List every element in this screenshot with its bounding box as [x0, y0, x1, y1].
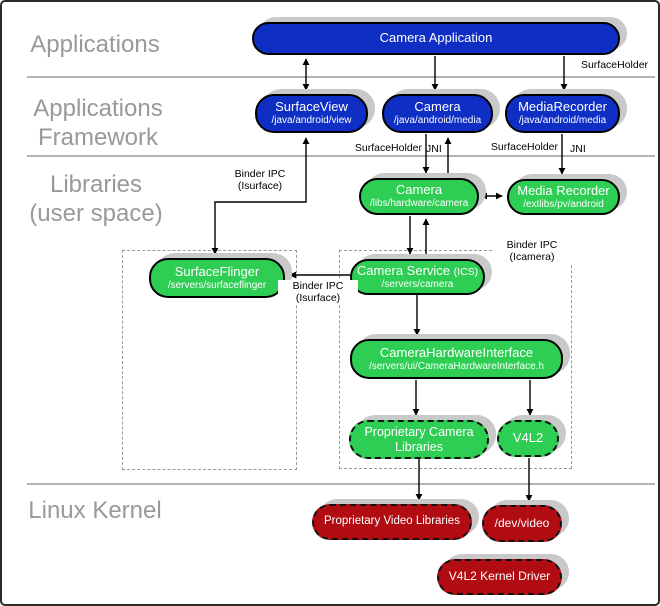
edge-label-jni-mediarecorder: JNI	[570, 143, 586, 155]
node-title: Proprietary Camera Libraries	[364, 424, 474, 454]
edge-label-text: SurfaceHolder	[490, 141, 558, 153]
node-title: Media Recorder	[517, 182, 610, 198]
node-title: CameraHardwareInterface	[379, 344, 534, 360]
edge-label-binder-ipc-isurface-upper: Binder IPC (Isurface)	[220, 168, 300, 192]
node-title: V4L2	[512, 430, 544, 446]
node-surfaceflinger: SurfaceFlinger /servers/surfaceflinger	[149, 258, 285, 298]
node-title: /dev/video	[494, 515, 550, 530]
node-title: Camera	[395, 182, 443, 198]
edge-label-text: SurfaceHolder	[354, 142, 422, 154]
node-camera-library: Camera /libs/hardware/camera	[359, 178, 479, 215]
edge-label-text: JNI	[570, 143, 586, 155]
node-title: SurfaceFlinger	[174, 263, 260, 279]
node-proprietary-camera-libraries: Proprietary Camera Libraries	[349, 420, 489, 459]
node-subtitle: /extlibs/pv/android	[523, 198, 604, 210]
edge-label-text: (Isurface)	[237, 180, 283, 192]
layer-label-text: Applications	[30, 31, 160, 58]
edge-label-surfaceholder-mediarecorder: SurfaceHolder	[484, 141, 558, 153]
node-subtitle: /servers/camera	[381, 278, 454, 290]
node-camera-service: Camera Service (ICS) /servers/camera	[350, 259, 485, 295]
node-proprietary-video-libraries: Proprietary Video Libraries	[312, 504, 472, 540]
node-mediarecorder-framework: MediaRecorder /java/android/media	[505, 94, 620, 133]
node-v4l2: V4L2	[497, 420, 559, 457]
node-title: SurfaceView	[275, 99, 348, 115]
layer-label-text: (user space)	[29, 200, 163, 227]
node-subtitle: /libs/hardware/camera	[369, 198, 469, 210]
node-title: Camera	[414, 99, 461, 115]
node-dev-video: /dev/video	[482, 505, 562, 542]
edge-label-binder-ipc-icamera: Binder IPC (Icamera)	[492, 239, 572, 263]
separator-framework-libraries	[27, 155, 655, 157]
node-subtitle: /servers/surfaceflinger	[167, 279, 267, 291]
layer-label-text: Applications	[33, 95, 163, 122]
edge-label-text: (Icamera)	[509, 251, 555, 263]
node-title: Proprietary Video Libraries	[324, 515, 460, 528]
edge-label-text: SurfaceHolder	[580, 59, 649, 71]
node-title: Camera Service (ICS)	[356, 262, 479, 279]
layer-label-applications: Applications	[12, 30, 178, 59]
separator-libraries-kernel	[27, 483, 655, 485]
node-media-recorder-library: Media Recorder /extlibs/pv/android	[507, 179, 620, 215]
layer-label-applications-framework: Applications Framework	[12, 94, 184, 152]
edge-label-text: (Isurface)	[295, 292, 341, 304]
edge-label-text: Binder IPC	[234, 168, 286, 180]
edge-label-surfaceholder-top: SurfaceHolder	[572, 59, 657, 71]
node-title-suffix: (ICS)	[453, 265, 479, 278]
node-camera-application: Camera Application	[252, 22, 620, 55]
edge-label-surfaceholder-camera: SurfaceHolder	[342, 142, 422, 154]
binder-ipc-icamera-boundary-box	[339, 250, 572, 469]
edge-label-text: Binder IPC	[292, 280, 344, 292]
node-title: MediaRecorder	[518, 99, 607, 115]
node-v4l2-kernel-driver: V4L2 Kernel Driver	[437, 559, 562, 595]
node-subtitle: /servers/ui/CameraHardwareInterface.h	[368, 360, 545, 372]
node-surfaceview: SurfaceView /java/android/view	[255, 94, 368, 133]
edge-label-text: JNI	[426, 143, 442, 155]
node-subtitle: /java/android/media	[518, 115, 607, 127]
edge-label-binder-ipc-isurface-lower: Binder IPC (Isurface)	[278, 280, 358, 304]
layer-label-linux-kernel: Linux Kernel	[12, 496, 178, 525]
separator-applications-framework	[27, 76, 655, 78]
edge-label-text: Binder IPC	[506, 239, 558, 251]
binder-ipc-isurface-boundary-box	[122, 250, 297, 470]
node-title-main: Camera Service	[356, 262, 451, 278]
node-subtitle: /java/android/view	[271, 115, 352, 127]
node-camera-framework: Camera /java/android/media	[382, 94, 493, 133]
edge-label-jni-camera: JNI	[426, 143, 442, 155]
node-title: Camera Application	[379, 30, 493, 46]
layer-label-text: Libraries	[49, 171, 143, 198]
layer-label-libraries: Libraries (user space)	[8, 170, 184, 228]
node-title: V4L2 Kernel Driver	[448, 569, 551, 584]
layer-label-text: Framework	[37, 124, 158, 151]
node-subtitle: /java/android/media	[393, 115, 482, 127]
node-camerahardwareinterface: CameraHardwareInterface /servers/ui/Came…	[350, 339, 563, 379]
layer-label-text: Linux Kernel	[28, 497, 162, 524]
